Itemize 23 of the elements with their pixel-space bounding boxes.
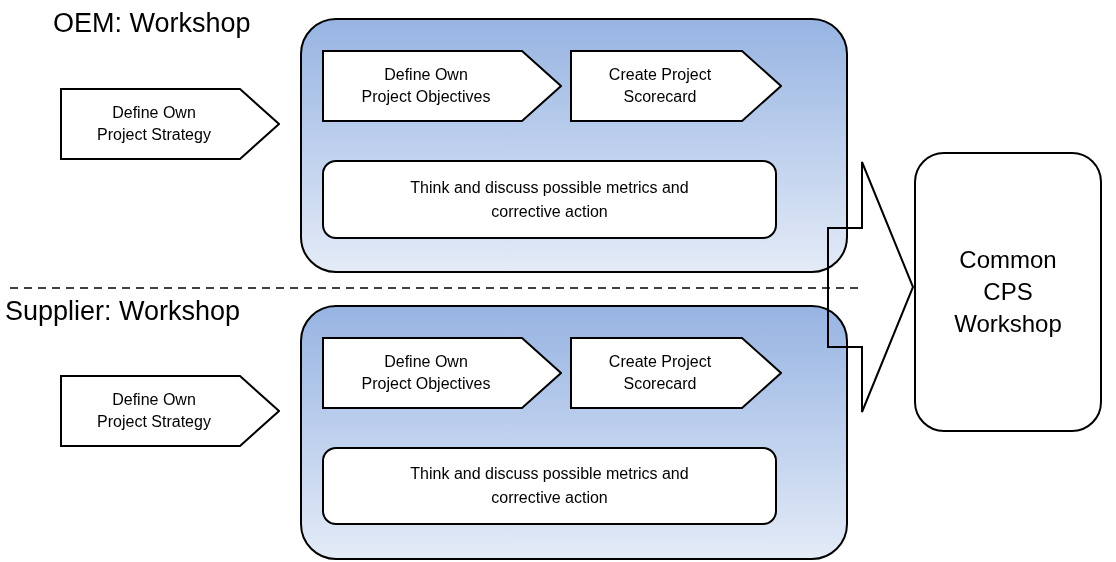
- step-pentagon: [60, 88, 280, 160]
- step-pentagon: [570, 50, 782, 122]
- step-pentagon: [570, 337, 782, 409]
- workshop-panel: [300, 305, 848, 560]
- workshop-panel: [300, 18, 848, 273]
- merge-arrow: [827, 161, 915, 413]
- step-label: Define Own Project Objectives: [360, 65, 492, 107]
- step-label: Define Own Project Strategy: [96, 390, 212, 432]
- step-pentagon: [322, 337, 562, 409]
- step-label: Define Own Project Strategy: [96, 103, 212, 145]
- activity-label: Think and discuss possible metrics and corrective action: [409, 177, 690, 222]
- step-label: Create Project Scorecard: [607, 352, 713, 394]
- step-pentagon: [322, 50, 562, 122]
- workshop-heading: Supplier: Workshop: [5, 298, 241, 325]
- activity-box: [322, 447, 777, 525]
- activity-box: [322, 160, 777, 239]
- workshop-box: [914, 152, 1102, 432]
- step-pentagon: [60, 375, 280, 447]
- step-label: Create Project Scorecard: [607, 65, 713, 107]
- workshop-heading: OEM: Workshop: [53, 10, 251, 37]
- workshop-label: Common CPS Workshop: [953, 245, 1063, 339]
- step-label: Define Own Project Objectives: [360, 352, 492, 394]
- activity-label: Think and discuss possible metrics and corrective action: [409, 464, 690, 508]
